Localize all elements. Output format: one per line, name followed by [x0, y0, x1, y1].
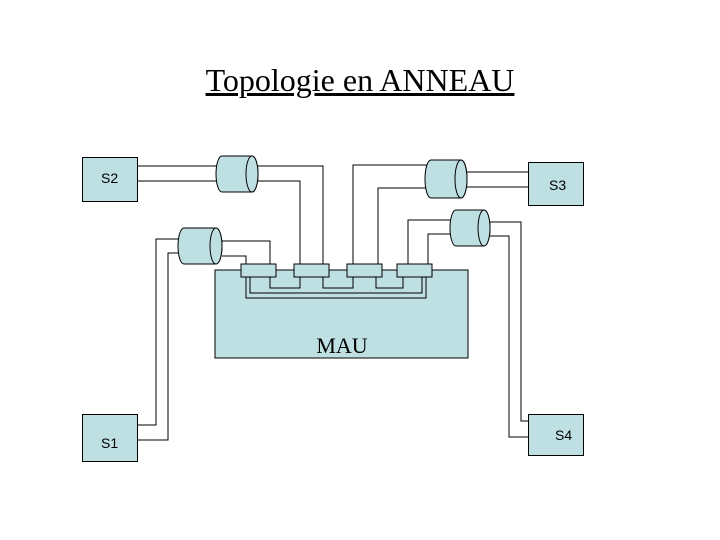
mau-port-1 — [240, 263, 277, 278]
internal-ring — [245, 277, 427, 299]
transceiver-3 — [449, 209, 491, 247]
mau-label: MAU — [316, 333, 367, 358]
mau-port-3 — [346, 263, 383, 278]
station-s3: S3 — [528, 162, 584, 206]
mau-port-2 — [293, 263, 330, 278]
station-s4: S4 — [528, 414, 584, 456]
station-s2: S2 — [82, 157, 138, 202]
transceiver-1 — [215, 155, 259, 193]
diagram-title: Topologie en ANNEAU — [205, 62, 515, 98]
transceiver-4 — [177, 227, 223, 265]
ring-cables — [138, 164, 528, 441]
station-s1: S1 — [82, 414, 138, 462]
transceiver-2 — [424, 159, 468, 199]
mau-port-4 — [396, 263, 433, 278]
